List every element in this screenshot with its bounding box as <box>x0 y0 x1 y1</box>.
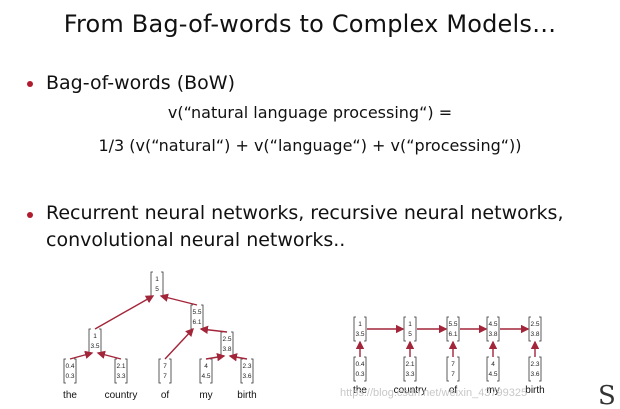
leaf-vector: 44.5 <box>199 358 213 384</box>
word-label: country <box>105 390 138 401</box>
hidden-state-vector: 15 <box>403 316 417 342</box>
bullet-marker <box>27 81 33 87</box>
vector-value: 3.5 <box>90 343 99 350</box>
hidden-state-vector: 4.53.8 <box>486 316 500 342</box>
vector-value: 2.3 <box>530 361 539 368</box>
vector-value: 0.3 <box>355 371 364 378</box>
input-vector: 44.5 <box>486 356 500 382</box>
vector-value: 4.5 <box>488 371 497 378</box>
hidden-state-vector: 2.53.8 <box>528 316 542 342</box>
vector-value: 5.5 <box>448 321 457 328</box>
vector-value: 1 <box>155 276 159 283</box>
logo-s: S <box>598 381 616 409</box>
word-label: my <box>199 390 212 401</box>
vector-value: 4.5 <box>201 373 210 380</box>
composition-arrow <box>205 353 226 362</box>
composition-arrow <box>199 325 228 334</box>
word-label: the <box>353 385 367 396</box>
vector-value: 5.5 <box>192 309 201 316</box>
vector-value: 7 <box>451 361 455 368</box>
vector-value: 3.8 <box>222 346 231 353</box>
node-vector: 2.53.8 <box>220 331 234 357</box>
vector-value: 2.1 <box>405 361 414 368</box>
word-label: of <box>161 390 170 401</box>
bullet-models-line-1: Recurrent neural networks, recursive neu… <box>46 202 564 224</box>
vector-value: 7 <box>163 373 167 380</box>
vector-value: 3.6 <box>242 373 251 380</box>
vector-value: 7 <box>163 363 167 370</box>
leaf-vector: 77 <box>158 358 172 384</box>
vector-value: 6.1 <box>192 319 201 326</box>
vector-value: 1 <box>93 333 97 340</box>
word-label: birth <box>237 390 256 401</box>
vector-value: 3.6 <box>530 371 539 378</box>
vector-value: 3.8 <box>530 331 539 338</box>
leaf-vector: 2.13.3 <box>114 358 128 384</box>
vector-value: 3.3 <box>116 373 125 380</box>
vector-value: 5 <box>155 286 159 293</box>
vector-value: 0.4 <box>355 361 364 368</box>
word-label: the <box>63 390 77 401</box>
hidden-state-vector: 5.56.1 <box>446 316 460 342</box>
composition-arrow <box>228 353 248 362</box>
leaf-vector: 0.40.3 <box>63 358 77 384</box>
bullet-models-line-2: convolutional neural networks.. <box>46 229 346 251</box>
node-vector: 13.5 <box>88 328 102 354</box>
node-vector: 15 <box>150 271 164 297</box>
formula-line-1: v(“natural language processing“) = <box>167 103 453 122</box>
vector-value: 4 <box>204 363 208 370</box>
watermark-text: https://blog.csdn.net/weixin_43799325 <box>340 387 527 399</box>
vector-value: 2.3 <box>242 363 251 370</box>
input-vector: 77 <box>446 356 460 382</box>
word-label: of <box>449 385 458 396</box>
word-label: my <box>486 385 499 396</box>
vector-value: 2.5 <box>530 321 539 328</box>
vector-value: 4 <box>491 361 495 368</box>
input-vector: 0.40.3 <box>353 356 367 382</box>
input-vector: 2.13.3 <box>403 356 417 382</box>
bullet-bow: Bag-of-words (BoW) <box>46 72 235 94</box>
leaf-vector: 2.33.6 <box>240 358 254 384</box>
composition-arrow <box>159 293 198 306</box>
vector-value: 2.1 <box>116 363 125 370</box>
slide-title: From Bag-of-words to Complex Models… <box>63 10 557 38</box>
vector-value: 6.1 <box>448 331 457 338</box>
composition-arrow <box>94 295 155 330</box>
vector-value: 2.5 <box>222 336 231 343</box>
vector-value: 7 <box>451 371 455 378</box>
vector-value: 4.5 <box>488 321 497 328</box>
vector-value: 0.3 <box>65 373 74 380</box>
input-vector: 2.33.6 <box>528 356 542 382</box>
vector-value: 1 <box>358 321 362 328</box>
bullet-marker <box>27 212 33 218</box>
word-label: country <box>394 385 427 396</box>
composition-arrow <box>96 350 122 360</box>
vector-value: 0.4 <box>65 363 74 370</box>
hidden-state-vector: 13.5 <box>353 316 367 342</box>
composition-arrow <box>69 350 94 360</box>
vector-value: 1 <box>408 321 412 328</box>
vector-value: 3.8 <box>488 331 497 338</box>
vector-value: 3.5 <box>355 331 364 338</box>
word-label: birth <box>525 385 544 396</box>
vector-value: 5 <box>408 331 412 338</box>
node-vector: 5.56.1 <box>190 304 204 330</box>
vector-value: 3.3 <box>405 371 414 378</box>
composition-arrow <box>164 327 194 360</box>
recurrent-chain-diagram: 13.5155.56.14.53.82.53.80.40.32.13.37744… <box>353 316 545 396</box>
formula-line-2: 1/3 (v(“natural“) + v(“language“) + v(“p… <box>98 136 522 155</box>
